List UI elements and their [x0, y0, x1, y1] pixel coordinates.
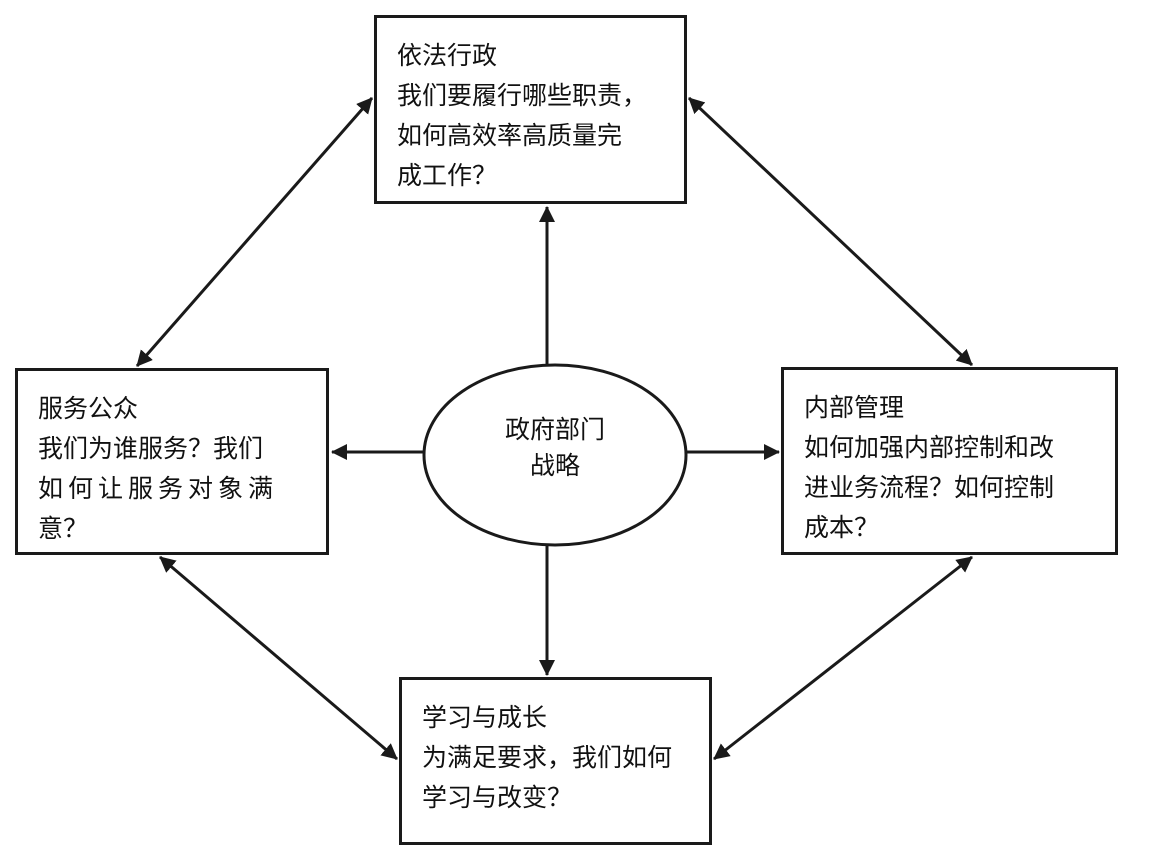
box-internal-management: 内部管理 如何加强内部控制和改 进业务流程？如何控制 成本？ — [781, 367, 1118, 555]
box-title: 内部管理 — [804, 393, 905, 422]
box-text-line: 我们要履行哪些职责， — [397, 81, 648, 110]
box-text-line: 进业务流程？如何控制 — [804, 473, 1055, 502]
arrow-left-bottom — [159, 555, 398, 761]
box-text-line: 如何让服务对象满 — [38, 474, 279, 503]
arrow-top-right — [687, 96, 974, 367]
box-title: 服务公众 — [38, 394, 139, 423]
box-text-line: 为满足要求，我们如何 — [422, 743, 673, 772]
center-ellipse — [422, 363, 688, 547]
box-title: 依法行政 — [397, 41, 498, 70]
box-text-line: 成工作？ — [397, 161, 498, 190]
box-text-line: 成本？ — [804, 513, 880, 542]
center-label-line: 政府部门 — [504, 415, 605, 444]
box-text-line: 意？ — [38, 514, 89, 543]
box-public-service: 服务公众 我们为谁服务？我们 如何让服务对象满 意？ — [15, 368, 329, 555]
arrow-top-left — [135, 97, 374, 367]
box-text-line: 如何高效率高质量完 — [397, 121, 623, 150]
box-title: 学习与成长 — [422, 703, 548, 732]
box-legal-administration: 依法行政 我们要履行哪些职责， 如何高效率高质量完 成工作？ — [374, 15, 687, 204]
box-text-line: 学习与改变？ — [422, 783, 573, 812]
box-text-line: 我们为谁服务？我们 — [38, 434, 264, 463]
center-label-line: 战略 — [529, 451, 580, 480]
center-label: 政府部门 战略 — [424, 412, 686, 484]
box-text-line: 如何加强内部控制和改 — [804, 433, 1055, 462]
arrow-right-bottom — [713, 555, 973, 761]
box-learning-growth: 学习与成长 为满足要求，我们如何 学习与改变？ — [399, 677, 712, 845]
